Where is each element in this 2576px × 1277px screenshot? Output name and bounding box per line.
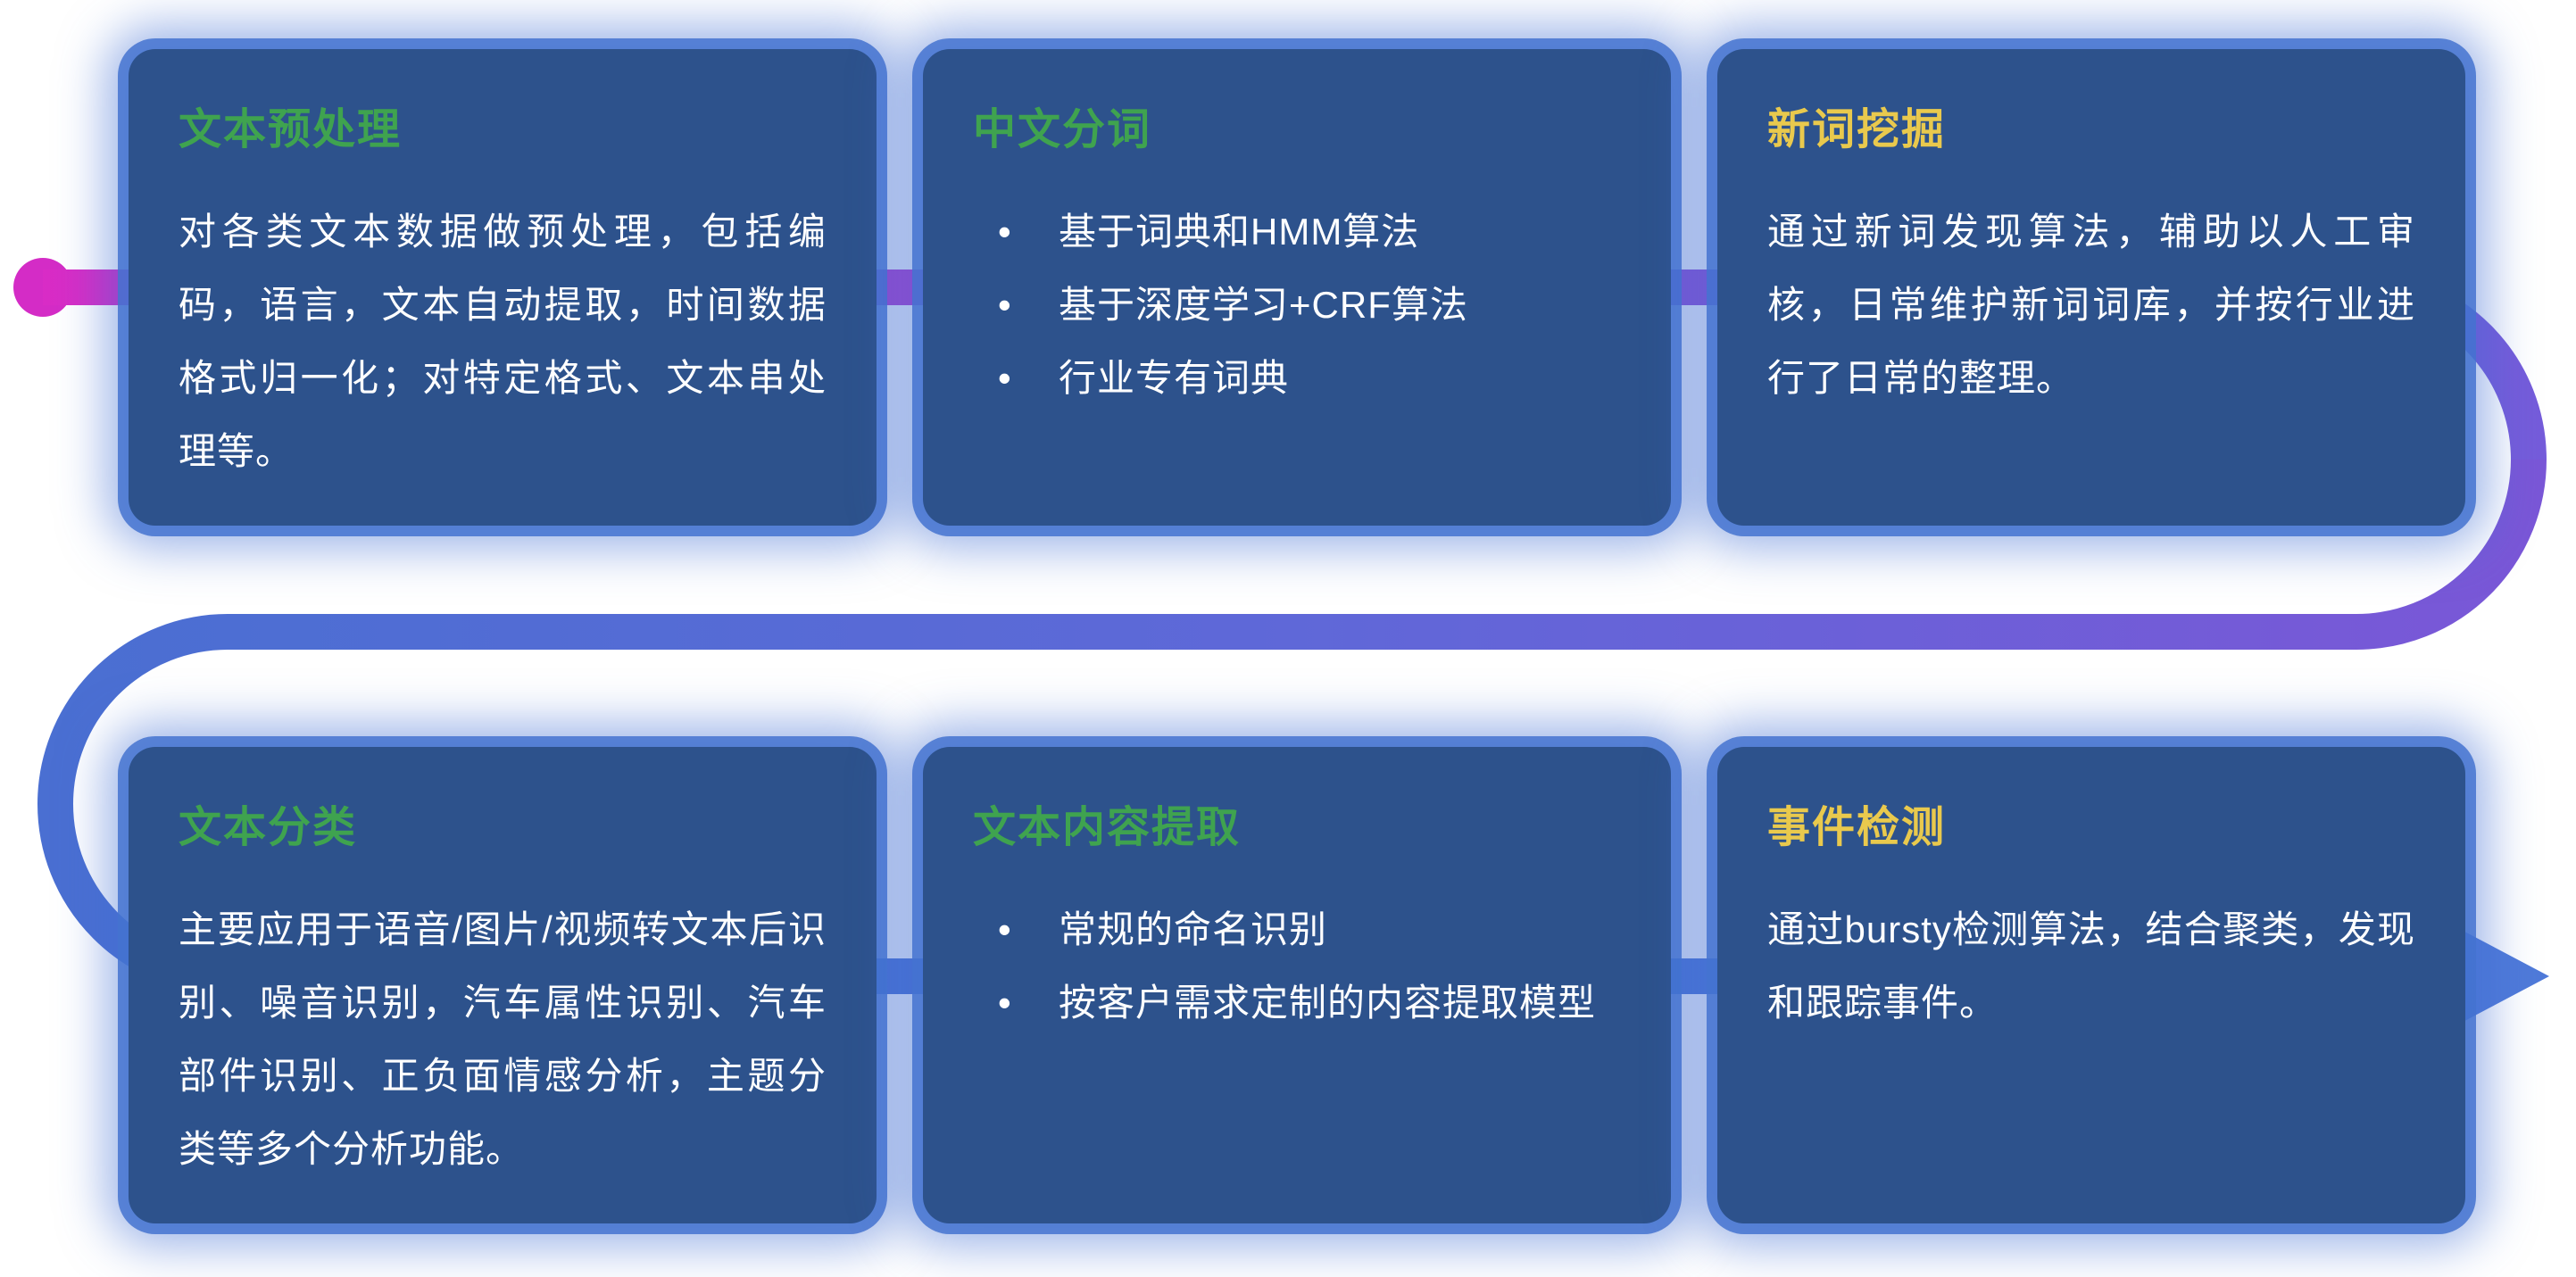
card-body: 通过bursty检测算法，结合聚类，发现和跟踪事件。 — [1767, 908, 2415, 1024]
card-title: 中文分词 — [973, 106, 1152, 153]
card-chinese-word-segmentation: 中文分词 基于词典和HMM算法 基于深度学习+CRF算法 行业专有词典 — [923, 49, 1671, 526]
bullet-item: 基于词典和HMM算法 — [973, 195, 1621, 269]
card-body: 主要应用于语音/图片/视频转文本后识别、噪音识别，汽车属性识别、汽车部件识别、正… — [179, 908, 827, 1170]
card-text-preprocessing: 文本预处理 对各类文本数据做预处理，包括编码，语言，文本自动提取，时间数据格式归… — [129, 49, 877, 526]
bullet-item: 按客户需求定制的内容提取模型 — [973, 966, 1621, 1040]
card-title: 新词挖掘 — [1767, 106, 1947, 153]
card-body: 对各类文本数据做预处理，包括编码，语言，文本自动提取，时间数据格式归一化；对特定… — [179, 211, 827, 472]
card-event-detection: 事件检测 通过bursty检测算法，结合聚类，发现和跟踪事件。 — [1717, 747, 2465, 1223]
card-text-content-extraction: 文本内容提取 常规的命名识别 按客户需求定制的内容提取模型 — [923, 747, 1671, 1223]
bullet-item: 常规的命名识别 — [973, 893, 1621, 966]
card-title: 文本内容提取 — [973, 804, 1242, 851]
card-title: 文本分类 — [179, 804, 358, 851]
card-title: 文本预处理 — [179, 106, 403, 153]
flow-arrow-icon — [2455, 926, 2549, 1026]
card-title: 事件检测 — [1767, 804, 1947, 851]
card-bullet-list: 常规的命名识别 按客户需求定制的内容提取模型 — [973, 893, 1621, 1040]
bullet-item: 基于深度学习+CRF算法 — [973, 269, 1621, 342]
card-text-classification: 文本分类 主要应用于语音/图片/视频转文本后识别、噪音识别，汽车属性识别、汽车部… — [129, 747, 877, 1223]
card-body: 通过新词发现算法，辅助以人工审核，日常维护新词词库，并按行业进行了日常的整理。 — [1767, 211, 2415, 399]
bullet-item: 行业专有词典 — [973, 342, 1621, 415]
flow-line-middle — [37, 459, 2547, 805]
card-new-word-mining: 新词挖掘 通过新词发现算法，辅助以人工审核，日常维护新词词库，并按行业进行了日常… — [1717, 49, 2465, 526]
card-bullet-list: 基于词典和HMM算法 基于深度学习+CRF算法 行业专有词典 — [973, 195, 1621, 415]
